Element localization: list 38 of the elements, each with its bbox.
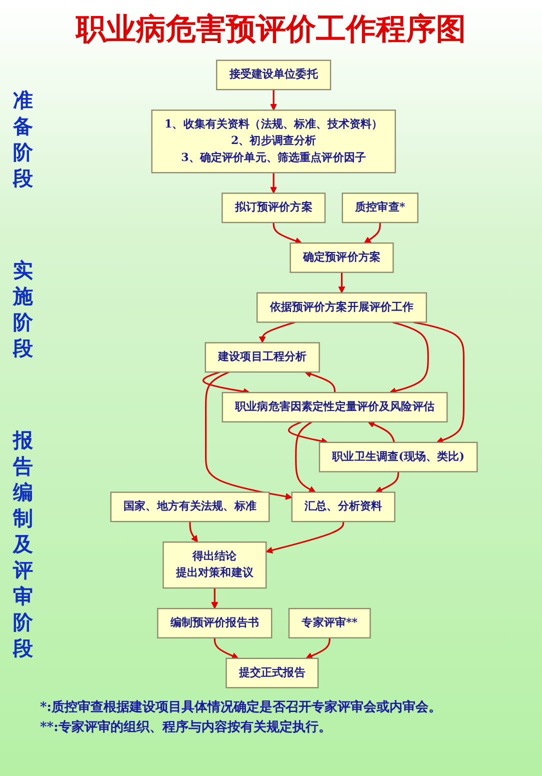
- arrow: [295, 421, 316, 493]
- phase-label: 实施阶段: [12, 257, 34, 361]
- node-box: 得出结论 提出对策和建议: [162, 542, 267, 589]
- node-box: 接受建设单位委托: [216, 60, 332, 90]
- arrow: [375, 472, 400, 493]
- arrow: [389, 321, 429, 394]
- node-box: 提交正式报告: [226, 658, 319, 688]
- arrow: [364, 222, 381, 244]
- arrow: [306, 638, 330, 660]
- arrow: [368, 421, 395, 443]
- node-box: 国家、地方有关法规、标准: [110, 492, 270, 522]
- arrow: [258, 321, 296, 344]
- arrow: [272, 222, 302, 244]
- node-box: 确定预评价方案: [290, 242, 394, 273]
- node-box: 职业卫生调查(现场、类比): [318, 442, 478, 472]
- arrow: [338, 272, 346, 294]
- arrow: [214, 638, 239, 660]
- node-box: 质控审查*: [342, 192, 418, 224]
- node-box: 专家评审**: [288, 608, 371, 638]
- arrow: [270, 90, 278, 110]
- node-box: 1、收集有关资料（法规、标准、技术资料） 2、初步调查分析 3、确定评价单元、筛选重点评价因子: [151, 110, 396, 174]
- node-box: 职业病危害因素定性定量评价及风险评估: [222, 392, 448, 422]
- phase-label: 准备阶段: [12, 87, 34, 191]
- arrow: [189, 522, 198, 542]
- arrow: [270, 172, 278, 194]
- node-box: 汇总、分析资料: [291, 492, 396, 522]
- node-box: 拟订预评价方案: [222, 192, 326, 224]
- arrow: [266, 522, 344, 554]
- node-box: 依据预评价方案开展评价工作: [256, 292, 427, 323]
- arrow: [304, 370, 336, 393]
- arrow: [413, 321, 464, 444]
- phase-label: 报告编制及评审阶段: [12, 427, 34, 661]
- arrow: [211, 588, 218, 609]
- footnote: *:质控审查根据建设项目具体情况确定是否召开专家评审会或内审会。: [40, 698, 443, 717]
- footnote: **:专家评审的组织、程序与内容按有关规定执行。: [40, 718, 332, 737]
- arrow: [205, 371, 292, 500]
- title: 职业病危害预评价工作程序图: [74, 11, 467, 49]
- node-box: 编制预评价报告书: [157, 608, 272, 638]
